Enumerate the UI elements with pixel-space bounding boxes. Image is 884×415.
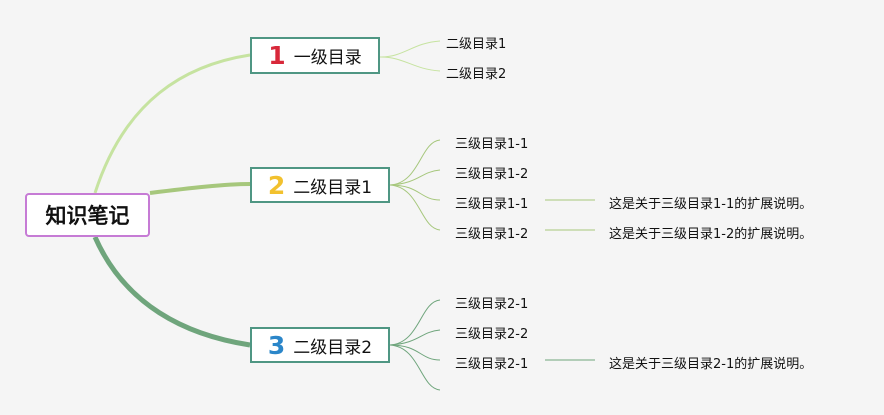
branch-connector-1: [93, 53, 251, 194]
root-node[interactable]: 知识笔记: [25, 193, 150, 237]
subtopic-1-2[interactable]: 二级目录2: [446, 67, 507, 82]
note-2-3[interactable]: 这是关于三级目录1-1的扩展说明。: [609, 197, 813, 212]
sub-connector-3-2: [389, 329, 441, 346]
branch-connector-3: [92, 235, 251, 348]
topic-node-2[interactable]: 2 二级目录1: [250, 167, 390, 203]
subtopic-2-4[interactable]: 三级目录1-2: [455, 227, 529, 242]
sub-connector-3-3: [389, 344, 441, 361]
subtopic-3-1[interactable]: 三级目录2-1: [455, 297, 529, 312]
subtopic-3-2[interactable]: 三级目录2-2: [455, 327, 529, 342]
sub-connector-3-4: [389, 344, 441, 391]
sub-connector-2-3: [389, 184, 441, 201]
note-2-4[interactable]: 这是关于三级目录1-2的扩展说明。: [609, 227, 813, 242]
topic-node-1[interactable]: 1 一级目录: [250, 37, 380, 74]
subtopic-1-1[interactable]: 二级目录1: [446, 37, 507, 52]
subtopic-2-1[interactable]: 三级目录1-1: [455, 137, 529, 152]
topic-node-3[interactable]: 3 二级目录2: [250, 327, 390, 363]
subtopic-3-3[interactable]: 三级目录2-1: [455, 357, 529, 372]
sub-connector-2-2: [389, 169, 441, 186]
root-label: 知识笔记: [45, 204, 130, 228]
topic-label-3: 二级目录2: [293, 337, 373, 358]
branch-connector-2: [149, 182, 251, 195]
sub-connector-2-1: [389, 139, 441, 186]
topic-number-1: 1: [268, 41, 286, 70]
sub-connector-1-2: [379, 56, 441, 72]
sub-connector-1-1: [379, 40, 441, 58]
sub-connector-3-1: [389, 299, 441, 346]
subtopic-2-3[interactable]: 三级目录1-1: [455, 197, 529, 212]
note-3-3[interactable]: 这是关于三级目录2-1的扩展说明。: [609, 357, 813, 372]
subtopic-2-2[interactable]: 三级目录1-2: [455, 167, 529, 182]
sub-connector-2-4: [389, 184, 441, 231]
topic-number-3: 3: [267, 330, 286, 360]
topic-label-1: 一级目录: [293, 48, 362, 68]
topic-label-2: 二级目录1: [293, 177, 373, 198]
topic-number-2: 2: [267, 170, 286, 200]
